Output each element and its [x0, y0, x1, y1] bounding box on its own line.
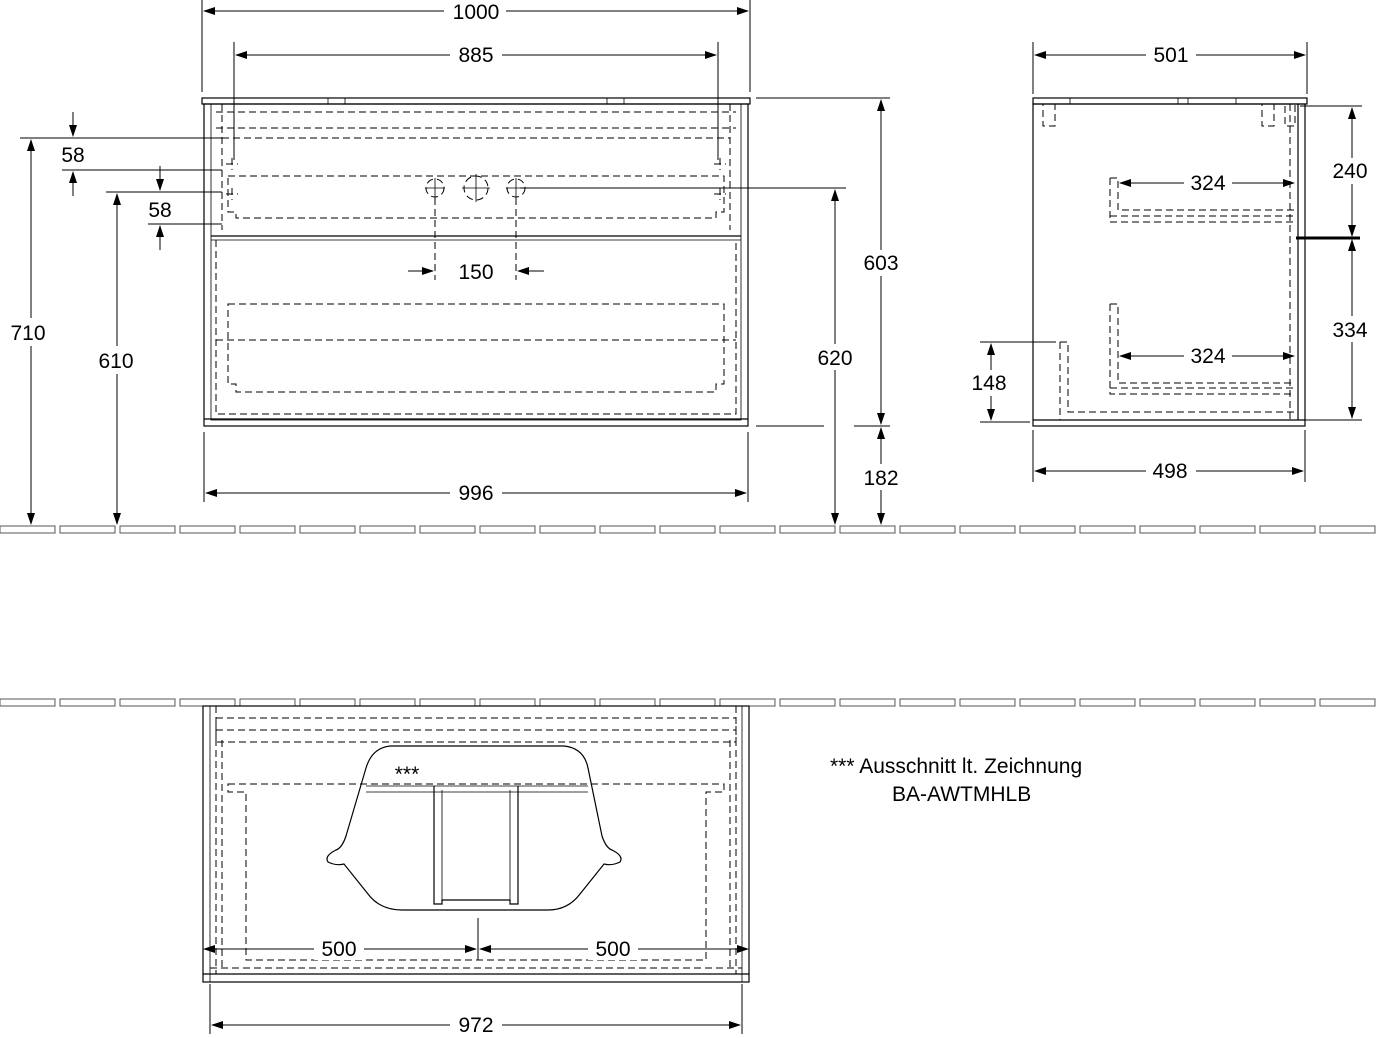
dim-body-width: 996 — [458, 482, 493, 505]
strip-segment — [119, 698, 176, 707]
front-dimensions: 1000 885 603 182 620 996 710 — [6, 0, 902, 525]
basin-cutout — [326, 745, 622, 911]
strip-segment — [1079, 698, 1136, 707]
wall-strip-lower — [0, 698, 1376, 707]
floor-strip-upper — [0, 525, 1376, 534]
strip-segment — [959, 698, 1016, 707]
dim-top-width: 972 — [458, 1014, 493, 1037]
strip-segment — [299, 525, 356, 534]
strip-segment — [59, 525, 116, 534]
top-dimensions: 500 500 972 — [203, 918, 749, 1037]
tap-hole-center — [462, 174, 490, 202]
dim-height-710: 710 — [10, 322, 45, 345]
top-view: *** — [202, 705, 750, 983]
cutout-marker: *** — [395, 763, 420, 786]
dim-overall-width: 1000 — [453, 1, 500, 24]
dim-upper-height: 240 — [1332, 160, 1367, 183]
dim-inner-width: 885 — [458, 44, 493, 67]
strip-segment — [179, 525, 236, 534]
side-lower-drawer — [1109, 303, 1295, 395]
strip-segment — [0, 698, 56, 707]
strip-segment — [1319, 525, 1376, 534]
dim-height-610: 610 — [98, 350, 133, 373]
side-dimensions: 501 498 324 324 240 334 148 — [966, 42, 1374, 483]
dim-mount-height: 620 — [817, 347, 852, 370]
side-countertop — [1032, 97, 1308, 105]
strip-segment — [239, 525, 296, 534]
strip-segment — [599, 698, 656, 707]
strip-segment — [1139, 525, 1196, 534]
dim-base-depth: 498 — [1152, 460, 1187, 483]
strip-segment — [1019, 698, 1076, 707]
strip-segment — [419, 525, 476, 534]
note-line-2: BA-AWTMHLB — [892, 783, 1031, 806]
strip-segment — [539, 525, 596, 534]
strip-segment — [239, 698, 296, 707]
strip-segment — [959, 525, 1016, 534]
dim-top-depth: 501 — [1153, 44, 1188, 67]
front-view — [201, 97, 751, 427]
tap-hole-left — [425, 178, 445, 198]
strip-segment — [59, 698, 116, 707]
strip-segment — [539, 698, 596, 707]
dim-left-half: 500 — [321, 938, 356, 961]
front-countertop — [201, 97, 751, 105]
dim-offset-58-a: 58 — [61, 144, 84, 167]
side-cabinet-body — [1032, 103, 1306, 427]
strip-segment — [359, 698, 416, 707]
dim-lower-drawer-depth: 324 — [1190, 345, 1225, 368]
side-view — [1032, 97, 1360, 427]
dim-lower-height: 334 — [1332, 319, 1367, 342]
strip-segment — [1139, 698, 1196, 707]
strip-segment — [1259, 525, 1316, 534]
dim-tap-spacing: 150 — [458, 261, 493, 284]
strip-segment — [0, 525, 56, 534]
dim-plinth-height: 148 — [971, 372, 1006, 395]
strip-segment — [1019, 525, 1076, 534]
dim-floor-clearance: 182 — [863, 467, 898, 490]
strip-segment — [1079, 525, 1136, 534]
strip-segment — [659, 698, 716, 707]
strip-segment — [1199, 698, 1256, 707]
dim-offset-58-b: 58 — [148, 199, 171, 222]
strip-segment — [779, 698, 836, 707]
strip-segment — [419, 698, 476, 707]
strip-segment — [779, 525, 836, 534]
strip-segment — [839, 698, 896, 707]
dim-right-half: 500 — [595, 938, 630, 961]
strip-segment — [179, 698, 236, 707]
note-line-1: *** Ausschnitt lt. Zeichnung — [830, 755, 1082, 778]
side-upper-drawer — [1109, 177, 1295, 223]
lower-drawer-hidden — [227, 303, 725, 393]
strip-segment — [479, 525, 536, 534]
strip-segment — [659, 525, 716, 534]
strip-segment — [1199, 525, 1256, 534]
strip-segment — [719, 698, 776, 707]
strip-segment — [899, 698, 956, 707]
strip-segment — [359, 525, 416, 534]
strip-segment — [119, 525, 176, 534]
strip-segment — [599, 525, 656, 534]
strip-segment — [479, 698, 536, 707]
strip-segment — [299, 698, 356, 707]
drawing-note: *** Ausschnitt lt. Zeichnung BA-AWTMHLB — [830, 755, 1082, 806]
strip-segment — [899, 525, 956, 534]
dim-upper-drawer-depth: 324 — [1190, 172, 1225, 195]
strip-segment — [1259, 698, 1316, 707]
strip-segment — [719, 525, 776, 534]
strip-segment — [839, 525, 896, 534]
basin-hidden-lines — [216, 111, 736, 139]
dim-total-height: 603 — [863, 252, 898, 275]
strip-segment — [1319, 698, 1376, 707]
top-outline — [202, 705, 750, 983]
